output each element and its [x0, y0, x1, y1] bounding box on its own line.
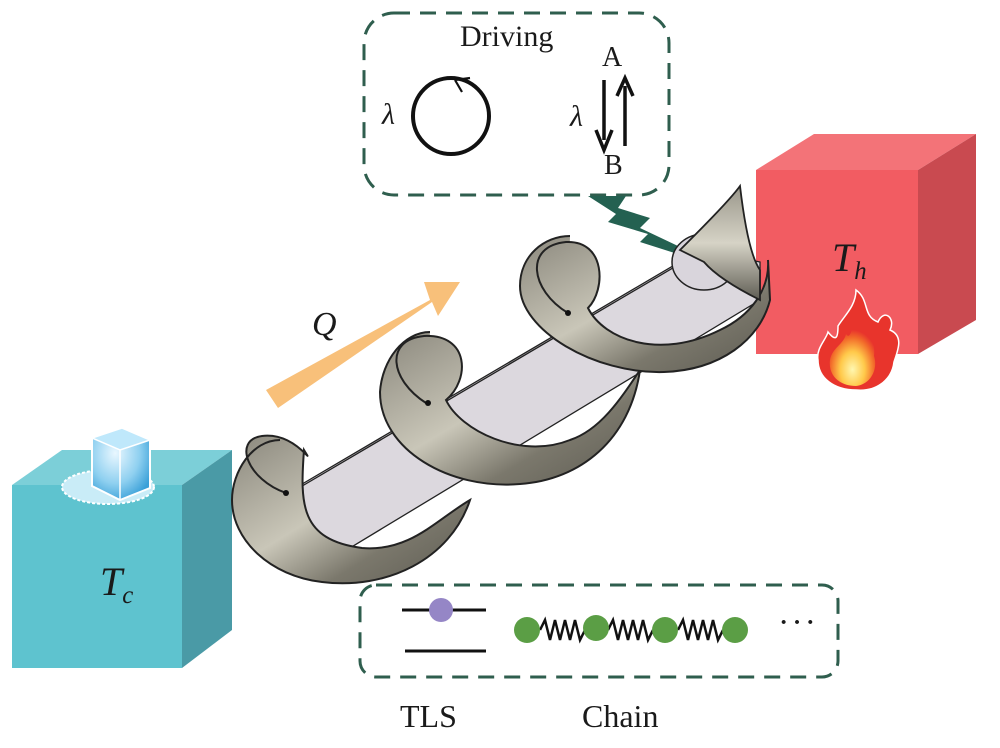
linear-driving-arrows-icon: [594, 73, 635, 155]
chain-site-dot: [652, 617, 678, 643]
tls-symbol: [402, 598, 486, 653]
heat-flow-arrow: [266, 282, 460, 408]
hot-temperature-symbol: T: [832, 235, 855, 280]
lightning-bolt-icon: [588, 196, 684, 256]
driving-frame: [362, 11, 671, 197]
cold-temperature-label: Tc: [100, 558, 133, 610]
helix-structure: [230, 183, 772, 585]
chain-symbol: [514, 615, 748, 644]
circular-driving-lambda: λ: [382, 98, 395, 131]
linear-driving-lambda: λ: [570, 100, 583, 133]
hot-temperature-subscript: h: [854, 257, 867, 285]
ice-cube-icon: [61, 426, 155, 505]
circular-driving-icon: [411, 76, 491, 156]
state-b-label: B: [604, 150, 623, 181]
chain-site-dot: [514, 617, 540, 643]
components-frame: [358, 583, 840, 679]
driving-title: Driving: [460, 20, 554, 53]
heat-flow-label: Q: [312, 306, 337, 343]
chain-site-dot: [583, 615, 609, 641]
cold-temperature-subscript: c: [122, 581, 134, 609]
chain-site-dot: [722, 617, 748, 643]
hot-temperature-label: Th: [832, 234, 867, 286]
state-a-label: A: [602, 42, 623, 73]
tls-excitation-dot: [429, 598, 453, 622]
tls-label: TLS: [400, 698, 457, 734]
ellipsis-more: ···: [778, 604, 818, 641]
cold-temperature-symbol: T: [100, 559, 123, 604]
flame-icon: [817, 288, 900, 391]
chain-label: Chain: [582, 698, 659, 734]
